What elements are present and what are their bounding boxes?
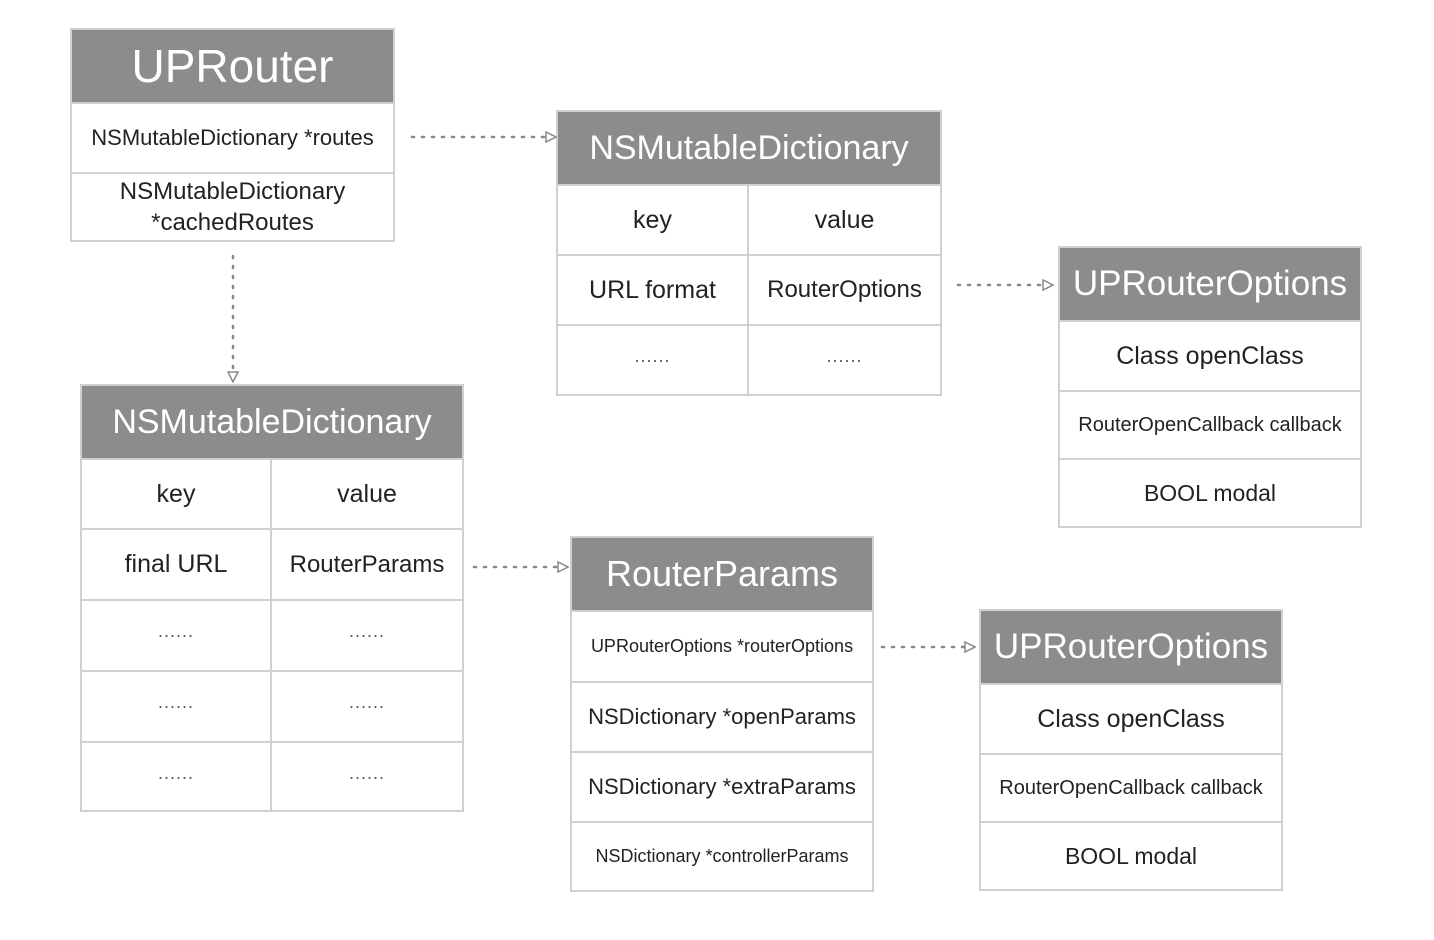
- routes-dictionary-title: NSMutableDictionary: [558, 112, 940, 186]
- routes-dictionary-value-cell: RouterOptions: [767, 276, 922, 303]
- cached-routes-dictionary-ellipsis-key: ......: [82, 672, 272, 741]
- cached-routes-dictionary-key-header: key: [82, 460, 272, 528]
- router-options-bottom-title: UPRouterOptions: [981, 611, 1281, 685]
- uprouter-field-cached-routes-line2: *cachedRoutes: [151, 209, 314, 236]
- table-row: ...... ......: [558, 324, 940, 394]
- routes-dictionary-ellipsis-value: ......: [749, 326, 940, 394]
- routes-dictionary-key-cell: URL format: [558, 256, 749, 324]
- router-options-bottom-modal: BOOL modal: [981, 821, 1281, 889]
- routes-dictionary-ellipsis-key: ......: [558, 326, 749, 394]
- router-options-top-box: UPRouterOptions Class openClass RouterOp…: [1058, 246, 1362, 528]
- router-options-bottom-callback: RouterOpenCallback callback: [981, 753, 1281, 821]
- router-options-bottom-open-class: Class openClass: [1037, 704, 1225, 733]
- cached-routes-dictionary-ellipsis-key: ......: [82, 601, 272, 670]
- router-options-top-title: UPRouterOptions: [1060, 248, 1360, 322]
- ellipsis-text: ......: [634, 345, 671, 366]
- cached-routes-dictionary-ellipsis-key: ......: [82, 743, 272, 812]
- router-params-router-options: UPRouterOptions *routerOptions: [590, 636, 854, 656]
- uprouter-field-routes: NSMutableDictionary *routes: [72, 104, 393, 172]
- cached-routes-dictionary-ellipsis-value: ......: [272, 672, 462, 741]
- router-params-title: RouterParams: [572, 538, 872, 612]
- ellipsis-text: ......: [157, 692, 194, 712]
- ellipsis-text: ......: [348, 763, 385, 783]
- table-row: ...... ......: [82, 670, 462, 741]
- cached-routes-dictionary-ellipsis-value: ......: [272, 743, 462, 812]
- uprouter-title: UPRouter: [72, 30, 393, 104]
- ellipsis-text: ......: [348, 692, 385, 712]
- router-params-controller-params: NSDictionary *controllerParams: [572, 821, 872, 890]
- router-params-extra-params: NSDictionary *extraParams: [572, 751, 872, 821]
- router-options-top-callback: RouterOpenCallback callback: [1060, 390, 1360, 458]
- ellipsis-text: ......: [348, 621, 385, 641]
- routes-dictionary-box: NSMutableDictionary key value URL format…: [556, 110, 942, 396]
- uprouter-box: UPRouter NSMutableDictionary *routes NSM…: [70, 28, 395, 242]
- routes-dictionary-header-row: key value: [558, 186, 940, 254]
- router-options-top-open-class: Class openClass: [1116, 341, 1304, 370]
- router-options-top-modal: BOOL modal: [1060, 458, 1360, 526]
- router-params-open-params: NSDictionary *openParams: [572, 681, 872, 751]
- table-row: URL format RouterOptions: [558, 254, 940, 324]
- ellipsis-text: ......: [826, 345, 863, 366]
- ellipsis-text: ......: [157, 763, 194, 783]
- cached-routes-dictionary-value-cell: RouterParams: [289, 550, 445, 578]
- uprouter-field-cached-routes-line1: NSMutableDictionary: [119, 178, 346, 205]
- cached-routes-dictionary-value-header: value: [337, 479, 397, 508]
- table-row: ...... ......: [82, 741, 462, 812]
- router-options-bottom-box: UPRouterOptions Class openClass RouterOp…: [979, 609, 1283, 891]
- table-row: final URL RouterParams: [82, 528, 462, 599]
- cached-routes-dictionary-key-cell: final URL: [82, 530, 272, 599]
- cached-routes-dictionary-header-row: key value: [82, 460, 462, 528]
- ellipsis-text: ......: [157, 621, 194, 641]
- routes-dictionary-value-header: value: [814, 205, 875, 234]
- uprouter-field-routes-label: NSMutableDictionary *routes: [91, 125, 374, 150]
- router-params-box: RouterParams UPRouterOptions *routerOpti…: [570, 536, 874, 892]
- routes-dictionary-key-header: key: [558, 186, 749, 254]
- cached-routes-dictionary-box: NSMutableDictionary key value final URL …: [80, 384, 464, 812]
- table-row: ...... ......: [82, 599, 462, 670]
- cached-routes-dictionary-ellipsis-value: ......: [272, 601, 462, 670]
- cached-routes-dictionary-title: NSMutableDictionary: [82, 386, 462, 460]
- uprouter-field-cached-routes: NSMutableDictionary *cachedRoutes: [72, 172, 393, 240]
